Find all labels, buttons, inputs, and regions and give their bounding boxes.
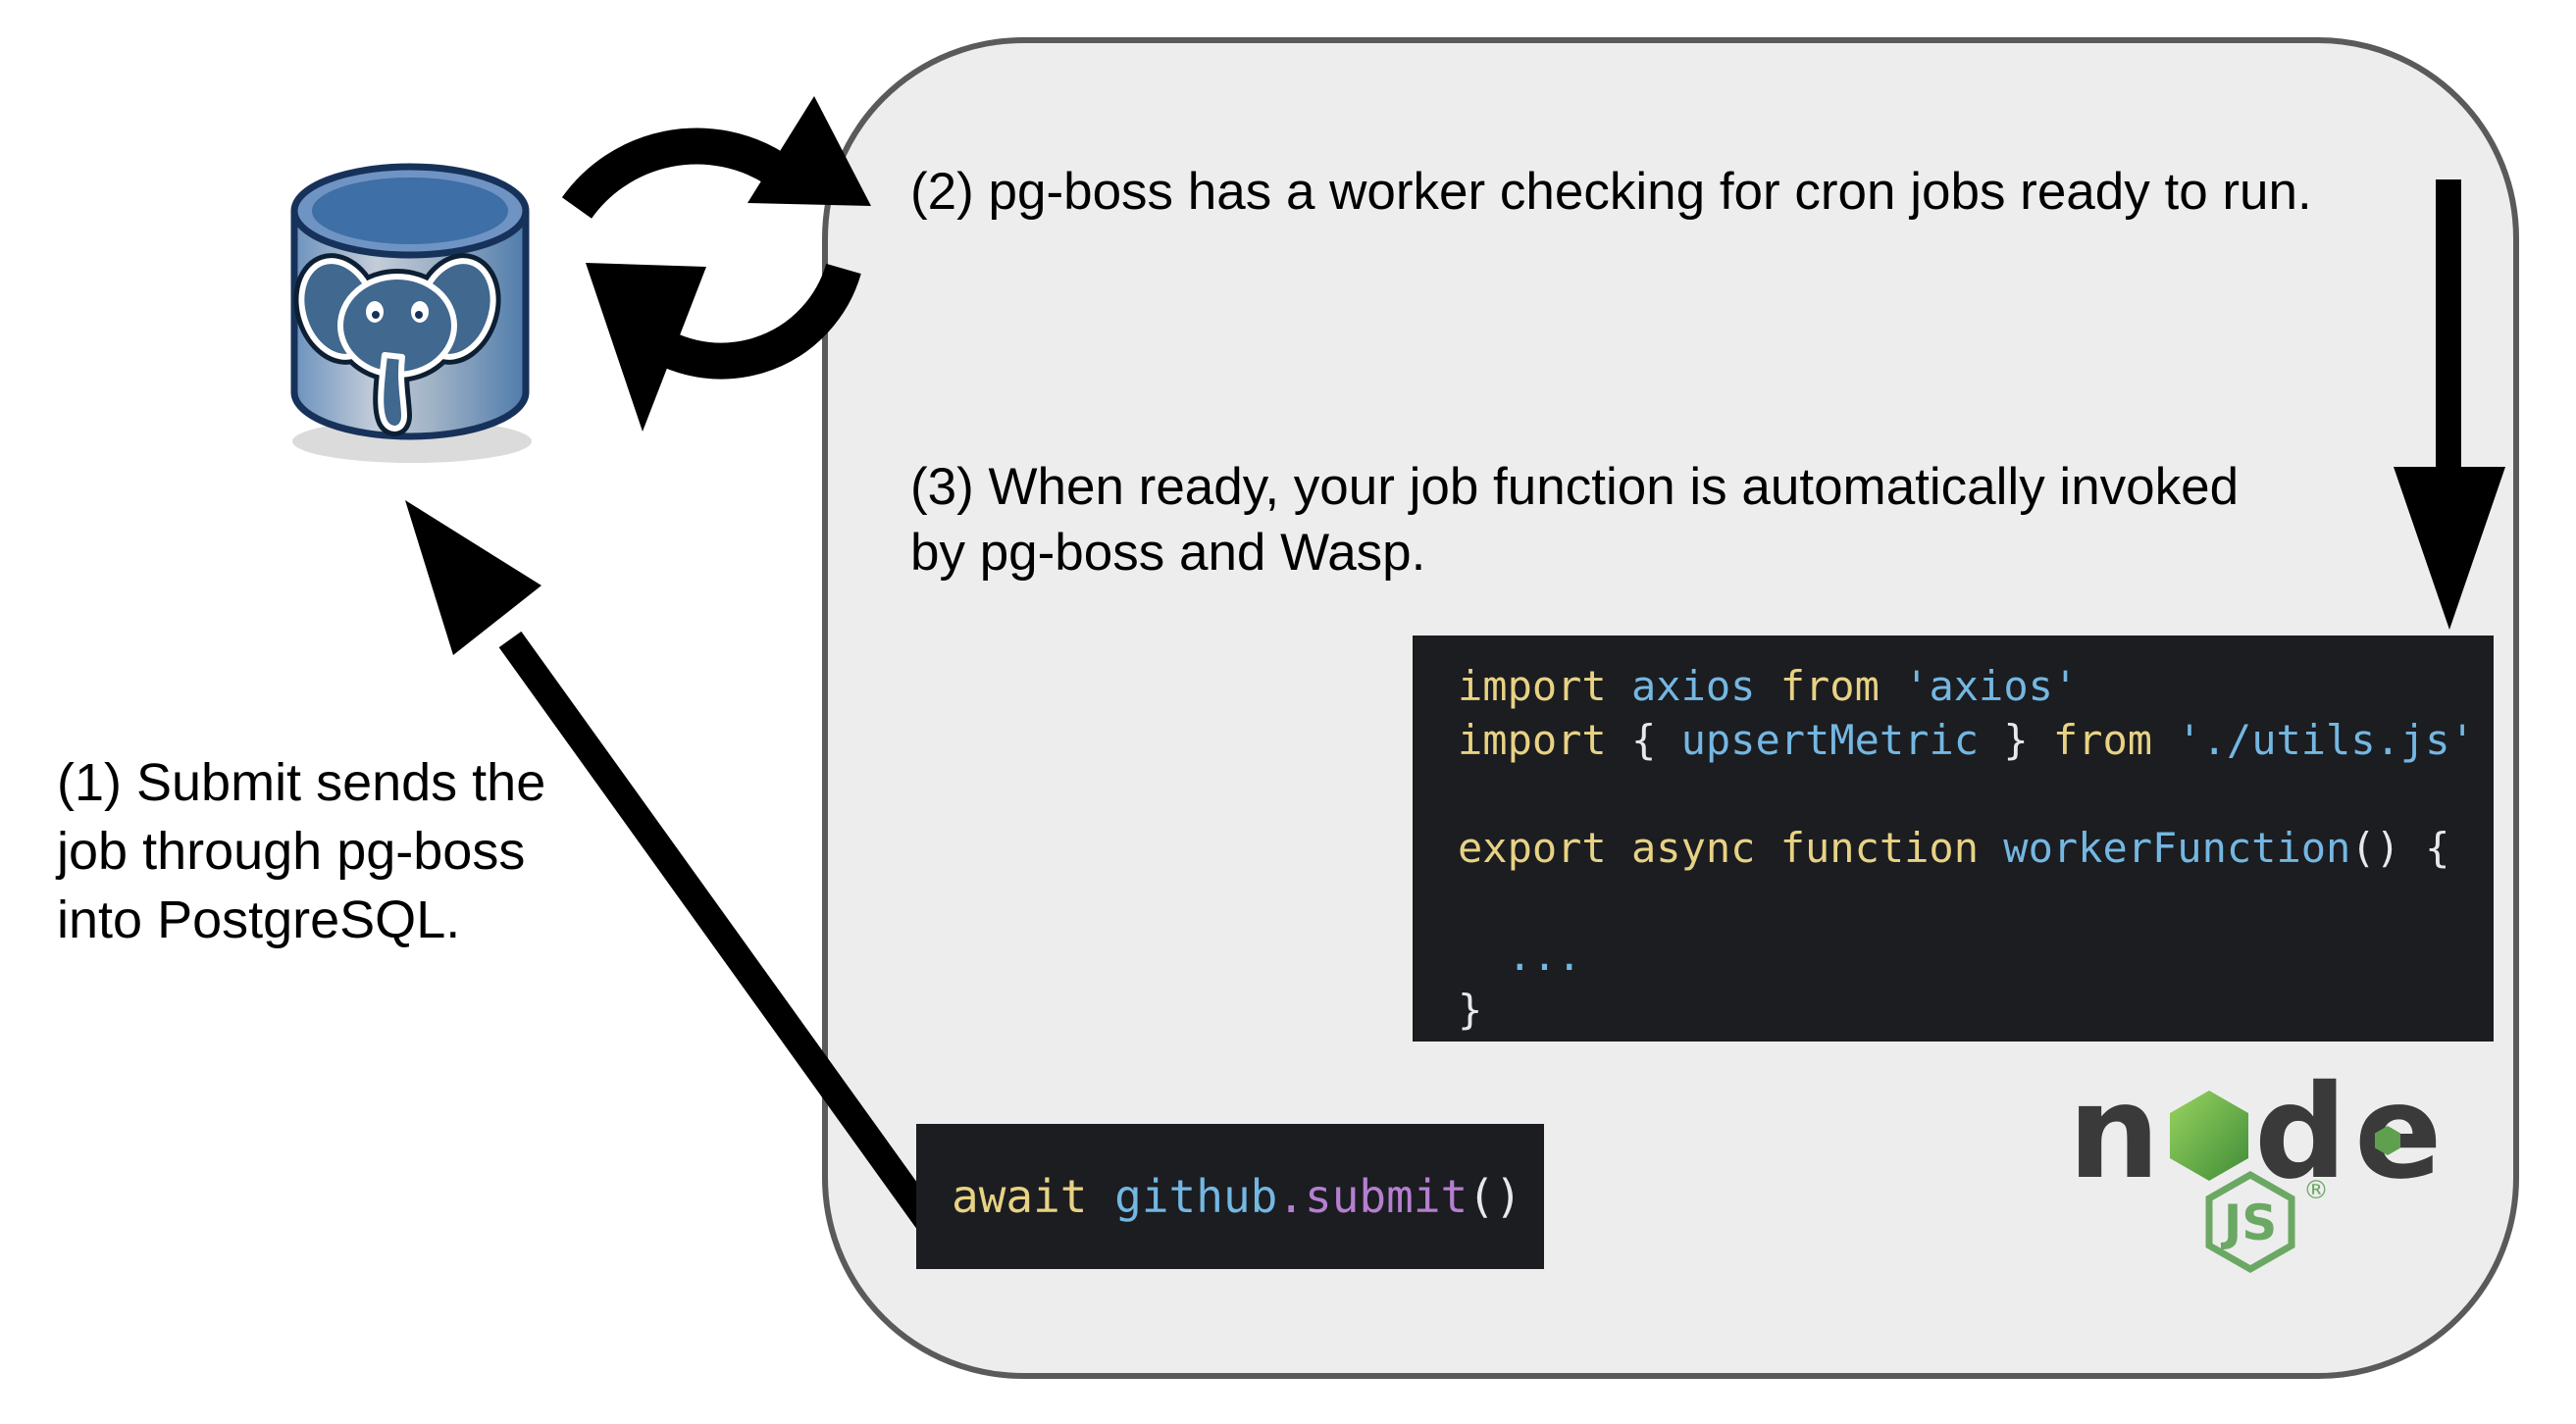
node-letter-n: n [2068, 1057, 2160, 1208]
postgresql-logo [290, 163, 532, 463]
node-hexagon-icon [2170, 1091, 2248, 1181]
code-line: export async function workerFunction() { [1458, 824, 2450, 872]
step3-line2: by pg-boss and Wasp. [910, 524, 1426, 582]
step1-label: (1) Submit sends the job through pg-boss… [57, 748, 545, 954]
code-line: await github.submit() [952, 1170, 1522, 1223]
nodejs-logo: n d e JS ® [2068, 1057, 2443, 1274]
cycle-arrows-icon [561, 96, 871, 432]
step3-label: (3) When ready, your job function is aut… [910, 454, 2239, 585]
code-line: import axios from 'axios' [1458, 662, 2079, 710]
step1-line2: job through pg-boss [57, 822, 526, 881]
code-line: import { upsertMetric } from './utils.js… [1458, 716, 2475, 764]
elephant-icon [298, 258, 496, 432]
arrow-submit-to-postgres-icon [405, 500, 942, 1233]
step2-label: (2) pg-boss has a worker checking for cr… [910, 163, 2312, 221]
code-line [1458, 875, 2494, 929]
step1-line3: into PostgreSQL. [57, 890, 461, 949]
code-line: ... [1458, 932, 1582, 980]
step1-line1: (1) Submit sends the [57, 753, 546, 812]
registered-mark: ® [2303, 1176, 2329, 1205]
arrow-down-to-worker-code-icon [2394, 179, 2505, 630]
code-line [1458, 767, 2494, 821]
js-badge-hexagon-icon [2205, 1170, 2295, 1274]
node-e-hexagon-icon [2375, 1126, 2400, 1155]
worker-code-block: import axios from 'axios' import { upsert… [1413, 636, 2494, 1042]
code-line: } [1458, 986, 1483, 1034]
submit-code-block: await github.submit() [916, 1124, 1544, 1269]
js-badge-label: JS [2221, 1195, 2278, 1251]
step3-line1: (3) When ready, your job function is aut… [910, 458, 2240, 516]
elephant-eyes [366, 301, 429, 323]
